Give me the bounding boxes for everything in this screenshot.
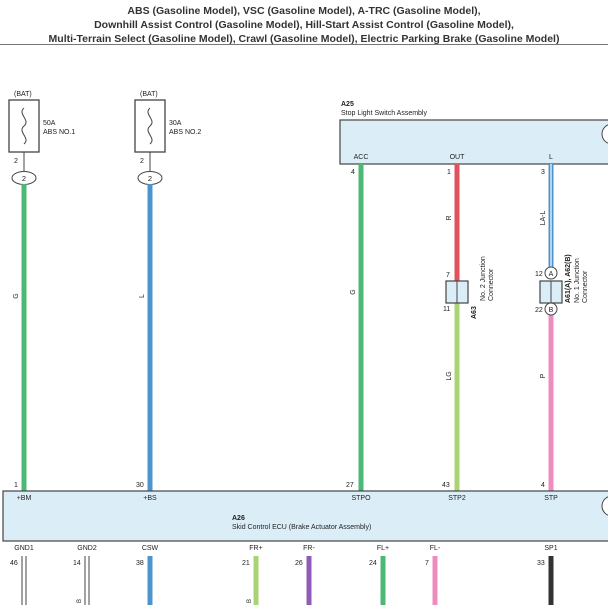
a61-badge-a xyxy=(544,266,558,280)
a61-badge-b xyxy=(544,302,558,316)
skid-control-ecu: +BM +BS STPO STP2 STP A26 Skid Control E… xyxy=(2,490,608,552)
wire-stp2: R LG xyxy=(446,164,460,491)
switch-code: A25 xyxy=(341,101,354,108)
wire-stp: LA-L P xyxy=(540,164,554,491)
ecu-pin-flplus-label: FL+ xyxy=(377,545,389,552)
wire-gnd2-color-label: B xyxy=(77,599,83,603)
ecu-pin-stp-label: STP xyxy=(544,495,558,502)
ecu-pin-bm-label: +BM xyxy=(17,495,32,502)
header-line-1: ABS (Gasoline Model), VSC (Gasoline Mode… xyxy=(127,5,481,17)
switch-pin-l-label: L xyxy=(549,154,553,161)
ecu-bottom-wires: B B xyxy=(21,556,554,605)
ecu-pin-stp2-label: STP2 xyxy=(448,495,466,502)
ecu-pin-frplus-label: FR+ xyxy=(249,545,262,552)
ecu-name: Skid Control ECU (Brake Actuator Assembl… xyxy=(232,524,371,531)
junction-connector-a61-a62: 12 A B 22 A61(A), A62(B) No. 1 Junction … xyxy=(535,254,589,316)
fuse-abs-no1: (BAT) 50A ABS NO.1 2 2 xyxy=(8,91,75,185)
switch-body xyxy=(339,119,608,165)
fuse-2-rating: 30A xyxy=(169,120,182,127)
switch-name: Stop Light Switch Assembly xyxy=(341,110,427,117)
a61-pin-bottom: 22 xyxy=(535,307,543,314)
ecu-pin-flminus-label: FL- xyxy=(430,545,441,552)
switch-pin-acc-number: 4 xyxy=(351,169,355,176)
ecu-body xyxy=(2,490,608,542)
ecu-pin-csw-label: CSW xyxy=(142,545,159,552)
header-line-2: Downhill Assist Control (Gasoline Model)… xyxy=(94,19,514,31)
fuse-2-name: ABS NO.2 xyxy=(169,129,201,136)
diagram-header: ABS (Gasoline Model), VSC (Gasoline Mode… xyxy=(0,0,608,46)
a61-badge-a-label: A xyxy=(549,271,554,278)
ecu-pin-frminus-number: 26 xyxy=(295,560,303,567)
switch-pin-l-number: 3 xyxy=(541,169,545,176)
stop-light-switch-assembly: A25 Stop Light Switch Assembly ACC OUT L… xyxy=(339,101,608,176)
fuse-1-name: ABS NO.1 xyxy=(43,129,75,136)
a61-name-line-2: Connector xyxy=(582,270,589,303)
switch-pin-out-label: OUT xyxy=(450,154,466,161)
ecu-pin-gnd2-label: GND2 xyxy=(77,545,97,552)
fuse-2-symbol-icon xyxy=(147,107,153,145)
switch-pin-acc-label: ACC xyxy=(354,154,369,161)
ecu-code: A26 xyxy=(232,515,245,522)
ecu-pin-flplus-number: 24 xyxy=(369,560,377,567)
wire-bs: L xyxy=(139,184,153,491)
wire-gnd2: B xyxy=(77,556,90,605)
ecu-pin-stpo-number: 27 xyxy=(346,482,354,489)
a61-badge-b-label: B xyxy=(549,307,554,314)
a63-pin-bottom: 11 xyxy=(443,306,450,313)
a63-pin-top: 7 xyxy=(446,272,450,279)
a63-name-line-1: No. 2 Junction xyxy=(480,256,487,301)
junction-connector-a63: 7 11 A63 No. 2 Junction Connector xyxy=(443,256,495,319)
fuse-1-connector-number: 2 xyxy=(22,174,26,183)
wire-fr-plus-color-label: B xyxy=(247,599,253,603)
fuse-1-rating: 50A xyxy=(43,120,56,127)
a63-name-line-2: Connector xyxy=(488,268,495,301)
ecu-pin-gnd2-number: 14 xyxy=(73,560,81,567)
ecu-pin-bs-label: +BS xyxy=(143,495,157,502)
switch-edge-marker-icon xyxy=(601,124,608,144)
ecu-pin-sp1-number: 33 xyxy=(537,560,545,567)
fuse-1-symbol-icon xyxy=(21,107,27,145)
ecu-top-pin-numbers: 1 30 27 43 4 xyxy=(14,482,545,489)
a63-code: A63 xyxy=(471,306,478,319)
ecu-pin-sp1-label: SP1 xyxy=(544,545,557,552)
wire-bm-color-label: G xyxy=(13,293,20,298)
ecu-pin-bs-number: 30 xyxy=(136,482,144,489)
a61-pin-top: 12 xyxy=(535,271,543,278)
wire-bs-color-label: L xyxy=(139,294,146,298)
ecu-bottom-pin-numbers: 46 14 38 21 26 24 7 33 xyxy=(10,560,545,567)
wire-la-l-label: LA-L xyxy=(540,211,547,226)
ecu-pin-flminus-number: 7 xyxy=(425,560,429,567)
wire-fr-plus: B xyxy=(247,556,259,605)
ecu-pin-stp2-number: 43 xyxy=(442,482,450,489)
a61-name-line-1: No. 1 Junction xyxy=(574,258,581,303)
fuse-2-connector-number: 2 xyxy=(148,174,152,183)
wire-stpo-color-label: G xyxy=(350,289,357,294)
fuse-2-pin: 2 xyxy=(140,158,144,165)
a61-code: A61(A), A62(B) xyxy=(565,254,572,303)
fuse-1-source: (BAT) xyxy=(14,91,32,98)
ecu-pin-gnd1-label: GND1 xyxy=(14,545,34,552)
ecu-pin-gnd1-number: 46 xyxy=(10,560,18,567)
wire-out-color-label: R xyxy=(446,215,453,220)
wire-stp-color-label: P xyxy=(540,373,547,378)
ecu-pin-csw-number: 38 xyxy=(136,560,144,567)
header-line-3: Multi-Terrain Select (Gasoline Model), C… xyxy=(48,33,560,45)
wire-gnd1 xyxy=(21,556,27,605)
wire-bm: G xyxy=(13,184,27,491)
header-divider xyxy=(0,44,608,45)
wire-stp2-color-label: LG xyxy=(446,371,453,380)
ecu-pin-frminus-label: FR- xyxy=(303,545,315,552)
ecu-pin-stpo-label: STPO xyxy=(351,495,371,502)
ecu-pin-frplus-number: 21 xyxy=(242,560,250,567)
fuse-abs-no2: (BAT) 30A ABS NO.2 2 2 xyxy=(134,91,201,185)
ecu-pin-bm-number: 1 xyxy=(14,482,18,489)
ecu-pin-stp-number: 4 xyxy=(541,482,545,489)
wire-stpo: G xyxy=(350,164,364,491)
switch-pin-out-number: 1 xyxy=(447,169,451,176)
fuse-1-pin: 2 xyxy=(14,158,18,165)
ecu-edge-marker-icon xyxy=(601,496,608,516)
fuse-2-source: (BAT) xyxy=(140,91,158,98)
